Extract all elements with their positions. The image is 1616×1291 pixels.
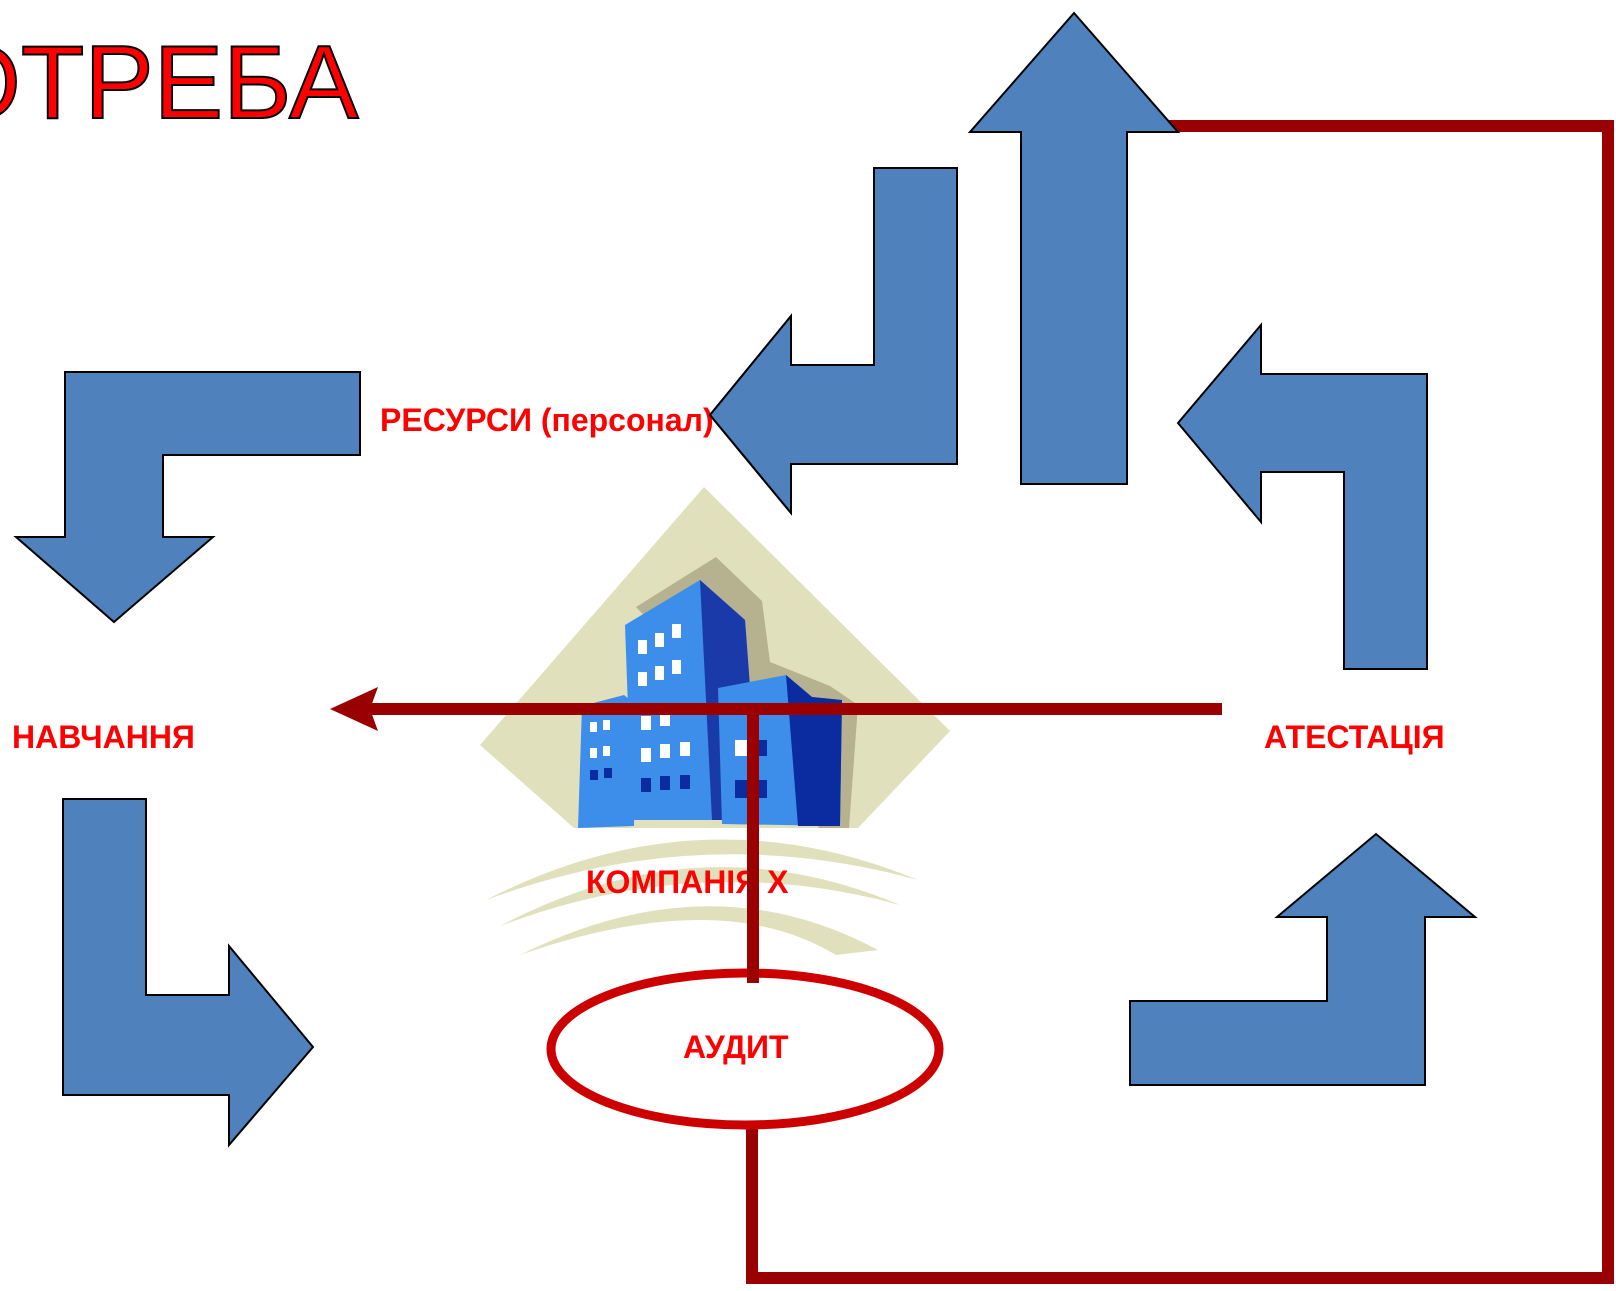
bent-arrow-resources-to-training (13, 371, 361, 624)
label-audit: АУДИТ (683, 1029, 789, 1065)
up-arrow-main (967, 11, 1181, 485)
bent-arrow-to-resources-overlay (708, 167, 958, 516)
feedback-loop-line (746, 120, 1614, 1284)
audit-ellipse (546, 968, 944, 1130)
slide-title: ОТРЕБА (0, 25, 359, 141)
bent-arrow-audit-to-attestation (1129, 832, 1478, 1086)
label-attestation: АТЕСТАЦІЯ (1264, 719, 1445, 755)
bent-arrow-attestation-up-left (1176, 322, 1428, 670)
line-arrowhead-left (330, 687, 378, 731)
label-resources: РЕСУРСИ (персонал) (380, 402, 714, 438)
bent-arrow-training-to-audit (62, 798, 315, 1148)
label-training: НАВЧАННЯ (12, 719, 195, 755)
